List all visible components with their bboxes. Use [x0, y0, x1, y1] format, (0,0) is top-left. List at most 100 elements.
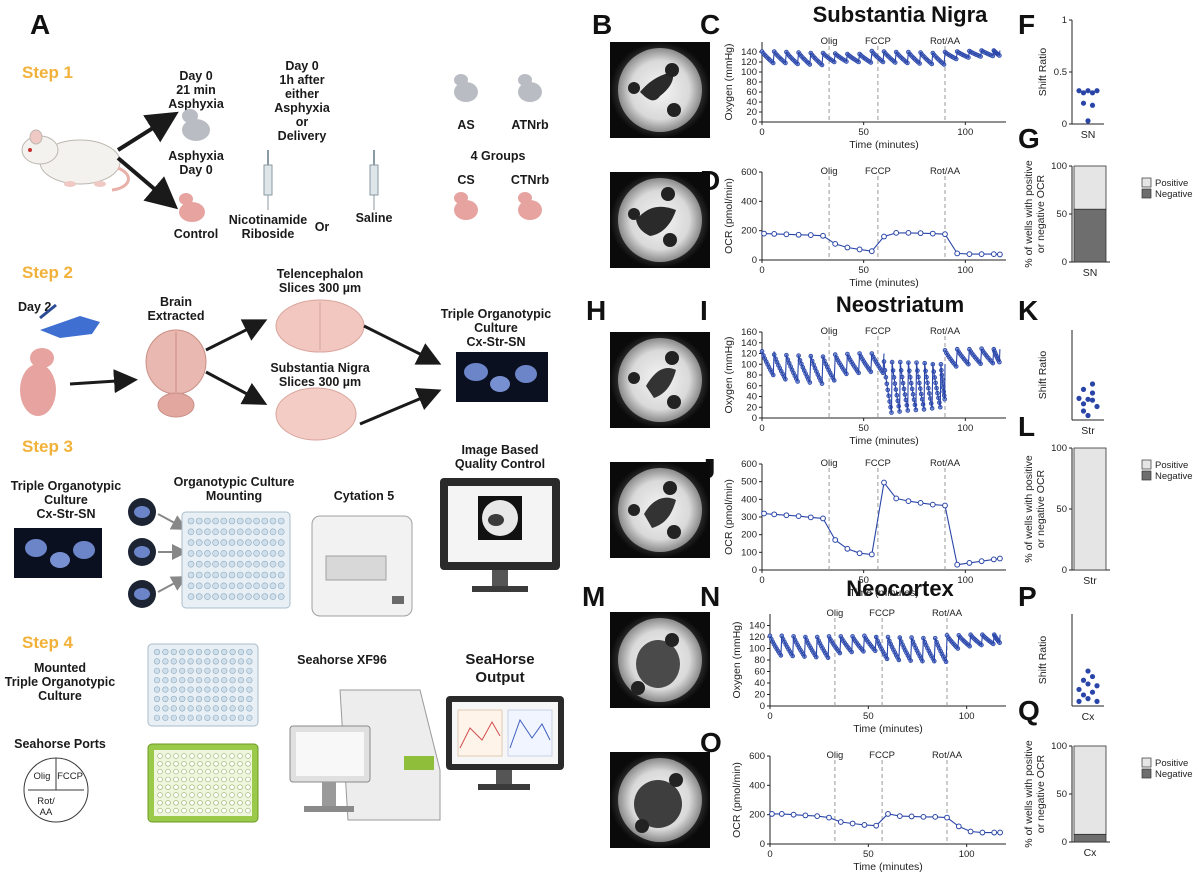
- well-dot: [157, 792, 163, 798]
- well-dot: [189, 784, 195, 790]
- y-axis-label: OCR (pmol/min): [723, 479, 735, 555]
- well-dot: [162, 686, 169, 693]
- pup-day2-icon: [20, 348, 56, 416]
- well-dot: [220, 539, 228, 546]
- well-dot: [187, 714, 194, 721]
- y-tick-label: 200: [741, 226, 757, 237]
- well-dot: [195, 648, 203, 656]
- y-axis-label: OCR (pmol/min): [731, 762, 743, 838]
- x-tick-label: 100: [957, 423, 973, 434]
- well-dot: [213, 800, 219, 806]
- label-mounted-1: Mounted: [34, 661, 86, 675]
- well-dot: [181, 776, 187, 783]
- data-point: [942, 502, 948, 509]
- well-dot: [253, 560, 260, 568]
- well-dot: [237, 714, 245, 721]
- pup-ctnrb-icon: [518, 192, 542, 220]
- well-dot: [253, 582, 260, 590]
- well-dot: [204, 677, 211, 684]
- well-dot: [162, 714, 169, 721]
- y-tick-label: 0: [760, 701, 765, 712]
- label-mounting-2: Mounting: [206, 489, 262, 503]
- x-tick-label: 50: [858, 127, 869, 138]
- well-dot: [212, 695, 219, 703]
- data-point: [954, 561, 961, 568]
- event-label: Rot/AA: [932, 608, 963, 619]
- rat-illustration: [21, 129, 130, 192]
- well-dot: [212, 560, 219, 568]
- well-dot: [212, 667, 219, 674]
- x-tick-label: 0: [759, 575, 764, 586]
- well-dot: [197, 768, 203, 775]
- y-tick-label: 0: [752, 255, 757, 266]
- label-group-atnrb: ATNrb: [511, 118, 549, 132]
- y-tick-label: 100: [1051, 161, 1067, 172]
- well-dot: [246, 677, 253, 684]
- well-dot: [229, 686, 236, 693]
- y-tick-label: 200: [741, 530, 757, 541]
- event-label: Rot/AA: [930, 36, 961, 47]
- syringe-icon: [369, 150, 379, 210]
- well-dot: [229, 648, 236, 656]
- well-dot: [165, 753, 171, 759]
- data-point: [1094, 698, 1100, 705]
- triple-culture-image: [456, 352, 548, 402]
- event-label: Olig: [826, 608, 843, 619]
- label-output-1: SeaHorse: [465, 651, 534, 668]
- y-axis-label: Oxygen (mmHg): [723, 43, 735, 120]
- data-point: [881, 479, 887, 486]
- well-dot: [228, 571, 236, 579]
- label-ports-title: Seahorse Ports: [14, 737, 106, 751]
- y-tick-label: 0: [752, 565, 757, 576]
- well-dot: [195, 560, 203, 568]
- well-dot: [179, 714, 186, 721]
- x-axis-label: Time (minutes): [849, 139, 919, 151]
- well-dot: [204, 560, 211, 568]
- data-point: [881, 233, 887, 240]
- well-dot: [229, 658, 236, 665]
- data-point: [832, 537, 839, 543]
- x-tick-label: 0: [759, 265, 764, 276]
- y-tick-label: 160: [741, 327, 757, 338]
- well-dot: [212, 539, 219, 546]
- well-dot: [277, 560, 285, 568]
- data-point: [1085, 668, 1091, 674]
- well-dot: [153, 714, 161, 721]
- well-dot: [187, 560, 195, 568]
- data-point: [1085, 118, 1091, 124]
- data-point: [832, 240, 839, 247]
- well-dot: [213, 768, 219, 775]
- data-point: [1080, 692, 1087, 698]
- y-axis-label: Shift Ratio: [1037, 351, 1049, 400]
- data-point: [1089, 102, 1096, 108]
- well-dot: [187, 695, 194, 703]
- step-1-label: Step 1: [22, 63, 73, 82]
- well-dot: [277, 593, 285, 600]
- series-line: [769, 634, 1001, 664]
- data-point: [1085, 88, 1091, 94]
- well-dot: [197, 776, 203, 783]
- syringe-icon: [263, 150, 273, 210]
- well-dot: [228, 539, 236, 546]
- y-tick-label: 140: [749, 621, 765, 632]
- y-tick-label: 300: [741, 512, 757, 523]
- well-dot: [237, 753, 243, 759]
- well-dot: [205, 776, 211, 783]
- pup-as-icon: [454, 74, 478, 102]
- legend-swatch-negative: [1141, 188, 1152, 199]
- well-dot: [173, 761, 179, 767]
- x-axis-label: Time (minutes): [853, 861, 923, 873]
- y-tick-label: 140: [741, 338, 757, 349]
- panel-letter-i: I: [700, 295, 708, 326]
- well-dot: [246, 667, 253, 674]
- well-dot: [173, 784, 179, 790]
- label-xf96: Seahorse XF96: [297, 653, 387, 667]
- well-dot: [237, 761, 243, 767]
- well-dot: [204, 695, 211, 703]
- well-dot: [221, 658, 228, 665]
- well-dot: [277, 528, 285, 536]
- well-dot: [246, 648, 253, 656]
- data-point: [1085, 696, 1091, 702]
- y-axis-label-2: or negative OCR: [1035, 174, 1047, 253]
